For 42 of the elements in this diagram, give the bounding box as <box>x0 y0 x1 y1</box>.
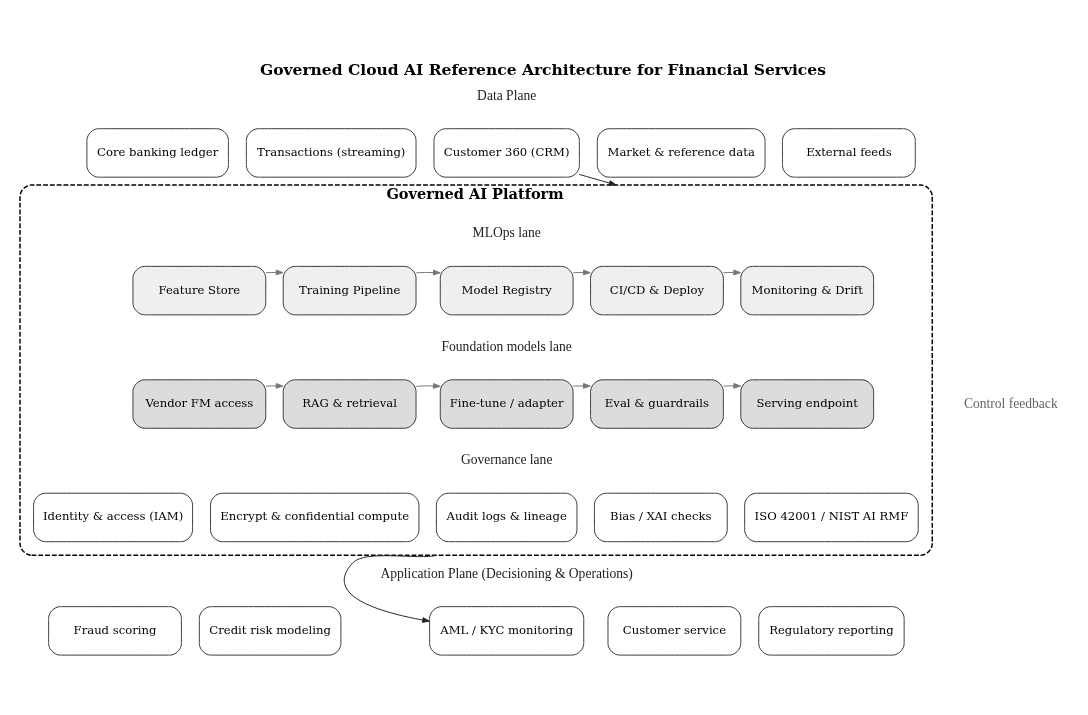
arrow <box>415 269 441 276</box>
node-box: Serving endpoint <box>740 379 875 429</box>
node-box: Customer 360 (CRM) <box>433 128 580 178</box>
arrow <box>344 554 438 623</box>
node-box: Identity & access (IAM) <box>33 492 194 543</box>
node-box: Regulatory reporting <box>758 606 905 656</box>
label: Data Plane <box>477 87 537 103</box>
node-box: Encrypt & confidential compute <box>210 492 420 543</box>
arrow <box>265 269 284 276</box>
node-box: Market & reference data <box>596 128 766 178</box>
node-box: Training Pipeline <box>282 265 417 316</box>
label: MLOps lane <box>472 225 541 241</box>
node-box: Credit risk modeling <box>198 606 342 656</box>
node-box: Feature Store <box>132 265 267 316</box>
node-box: Model Registry <box>439 265 574 316</box>
node-box: Core banking ledger <box>86 128 229 178</box>
arrow <box>415 383 441 389</box>
label: Application Plane (Decisioning & Operations) <box>380 565 633 581</box>
arrow <box>723 269 742 276</box>
arrow <box>572 269 591 276</box>
node-box: Fine-tune / adapter <box>439 379 574 429</box>
label: Control feedback <box>963 395 1058 411</box>
node-box: Audit logs & lineage <box>435 492 578 543</box>
diagram-title: Governed Cloud AI Reference Architecture for Financial Services <box>259 60 826 80</box>
node-box: RAG & retrieval <box>282 379 417 429</box>
node-box: External feeds <box>782 128 916 178</box>
arrow <box>578 174 617 186</box>
node-box: ISO 42001 / NIST AI RMF <box>744 492 919 543</box>
node-box: Vendor FM access <box>132 379 267 429</box>
node-box: Eval & guardrails <box>590 379 724 429</box>
node-box: Transactions (streaming) <box>245 128 417 178</box>
node-box: Bias / XAI checks <box>593 492 728 543</box>
arrow <box>572 383 591 389</box>
node-box: CI/CD & Deploy <box>590 265 724 316</box>
node-box: Customer service <box>607 606 742 656</box>
arrow <box>723 383 742 389</box>
label: Governance lane <box>460 452 553 468</box>
node-box: Fraud scoring <box>48 606 182 656</box>
label: Foundation models lane <box>441 338 572 354</box>
arrow <box>265 383 284 389</box>
node-box: AML / KYC monitoring <box>429 606 585 656</box>
node-box: Monitoring & Drift <box>740 265 875 316</box>
